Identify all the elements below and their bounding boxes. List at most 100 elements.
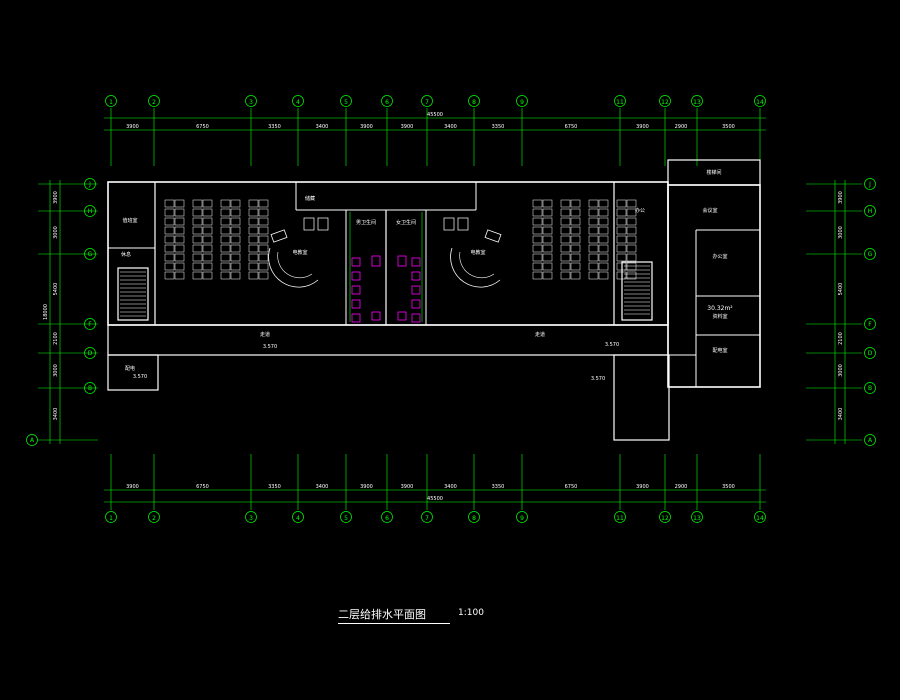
dimension-text-bottom: 6750	[565, 484, 578, 490]
desk-right	[598, 244, 609, 253]
desk-right	[560, 262, 571, 271]
desk-right	[588, 217, 599, 226]
desk-left	[192, 253, 203, 262]
desk-left	[202, 262, 213, 271]
desk-right	[588, 271, 599, 280]
axis-bubble-left	[84, 382, 96, 394]
axis-label-bottom: 6	[385, 515, 389, 522]
axis-label-left: J	[88, 181, 91, 188]
room-label-stage-left: 电教室	[292, 249, 307, 256]
desk-left	[220, 226, 231, 235]
desk-right	[542, 226, 553, 235]
axis-label-right: G	[868, 251, 873, 258]
dimension-text-right: 3000	[838, 226, 844, 239]
corridor-outline	[107, 324, 669, 356]
toilet-fixture	[351, 299, 361, 309]
drawing-title: 二层给排水平面图	[338, 608, 426, 621]
desk-right	[626, 262, 637, 271]
axis-bubble-bottom	[516, 511, 528, 523]
desk-left	[230, 235, 241, 244]
toilet-fixture	[411, 271, 421, 281]
toilet-fixture	[351, 285, 361, 295]
axis-label-top: 7	[425, 99, 429, 106]
axis-bubble-bottom	[381, 511, 393, 523]
axis-label-right: B	[868, 385, 872, 392]
axis-label-top: 8	[472, 99, 476, 106]
axis-bubble-bottom	[659, 511, 671, 523]
room-label-toilet-left: 男卫生间	[356, 219, 376, 226]
room-label-right-office2: 办公室	[712, 253, 727, 260]
desk-right	[560, 235, 571, 244]
desk-right	[560, 199, 571, 208]
desk-right	[598, 235, 609, 244]
dimension-text-bottom: 6750	[196, 484, 209, 490]
toilet-fixture	[351, 257, 361, 267]
axis-label-right: H	[868, 208, 873, 215]
axis-bubble-bottom	[340, 511, 352, 523]
desk-right	[616, 262, 627, 271]
desk-left	[248, 235, 259, 244]
axis-bubble-right	[864, 178, 876, 190]
desk-right	[626, 244, 637, 253]
dimension-text-bottom: 3900	[636, 484, 649, 490]
dimension-text-top: 3900	[636, 124, 649, 130]
dimension-text-top: 3400	[316, 124, 329, 130]
desk-left	[248, 199, 259, 208]
desk-left	[192, 244, 203, 253]
axis-bubble-bottom	[105, 511, 117, 523]
dimension-text-right: 5400	[838, 283, 844, 296]
desk-left	[258, 235, 269, 244]
dimension-text-bottom: 3400	[444, 484, 457, 490]
desk-right	[570, 208, 581, 217]
axis-bubble-bottom	[292, 511, 304, 523]
desk-left	[202, 199, 213, 208]
urinal-fixture	[371, 255, 381, 267]
desk-right	[626, 226, 637, 235]
desk-left	[202, 244, 213, 253]
dimension-total-left: 18000	[43, 304, 49, 320]
axis-bubble-bottom	[468, 511, 480, 523]
toilet-fixture	[351, 313, 361, 323]
desk-left	[248, 244, 259, 253]
desk-right	[570, 235, 581, 244]
desk-right	[532, 235, 543, 244]
dimension-text-left: 2100	[53, 332, 59, 345]
axis-label-left: G	[88, 251, 93, 258]
desk-left	[202, 208, 213, 217]
desk-left	[220, 199, 231, 208]
desk-right	[598, 271, 609, 280]
dimension-text-bottom: 3500	[722, 484, 735, 490]
axis-bubble-bottom	[421, 511, 433, 523]
axis-label-bottom: 9	[520, 515, 524, 522]
dimension-text-left: 3000	[53, 364, 59, 377]
axis-bubble-right	[864, 382, 876, 394]
desk-right	[588, 244, 599, 253]
desk-right	[588, 262, 599, 271]
title-underline	[338, 623, 450, 624]
dimension-text-top: 3900	[126, 124, 139, 130]
axis-label-right: J	[868, 181, 871, 188]
axis-bubble-top	[614, 95, 626, 107]
axis-label-top: 13	[693, 99, 701, 106]
desk-left	[248, 217, 259, 226]
axis-bubble-left	[26, 434, 38, 446]
axis-bubble-top	[516, 95, 528, 107]
desk-right	[542, 262, 553, 271]
axis-bubble-top	[659, 95, 671, 107]
desk-right	[542, 199, 553, 208]
desk-right	[532, 271, 543, 280]
axis-bubble-left	[84, 178, 96, 190]
desk-left	[230, 199, 241, 208]
desk-right	[570, 262, 581, 271]
desk-left	[192, 208, 203, 217]
dimension-text-top: 6750	[565, 124, 578, 130]
dimension-text-right: 3000	[838, 364, 844, 377]
desk-left	[258, 271, 269, 280]
desk-right	[532, 253, 543, 262]
level-mark: 3.570	[263, 344, 277, 350]
cabinet	[457, 217, 469, 231]
desk-right	[560, 244, 571, 253]
axis-bubble-right	[864, 434, 876, 446]
area-note: 30.32m²	[707, 305, 733, 312]
